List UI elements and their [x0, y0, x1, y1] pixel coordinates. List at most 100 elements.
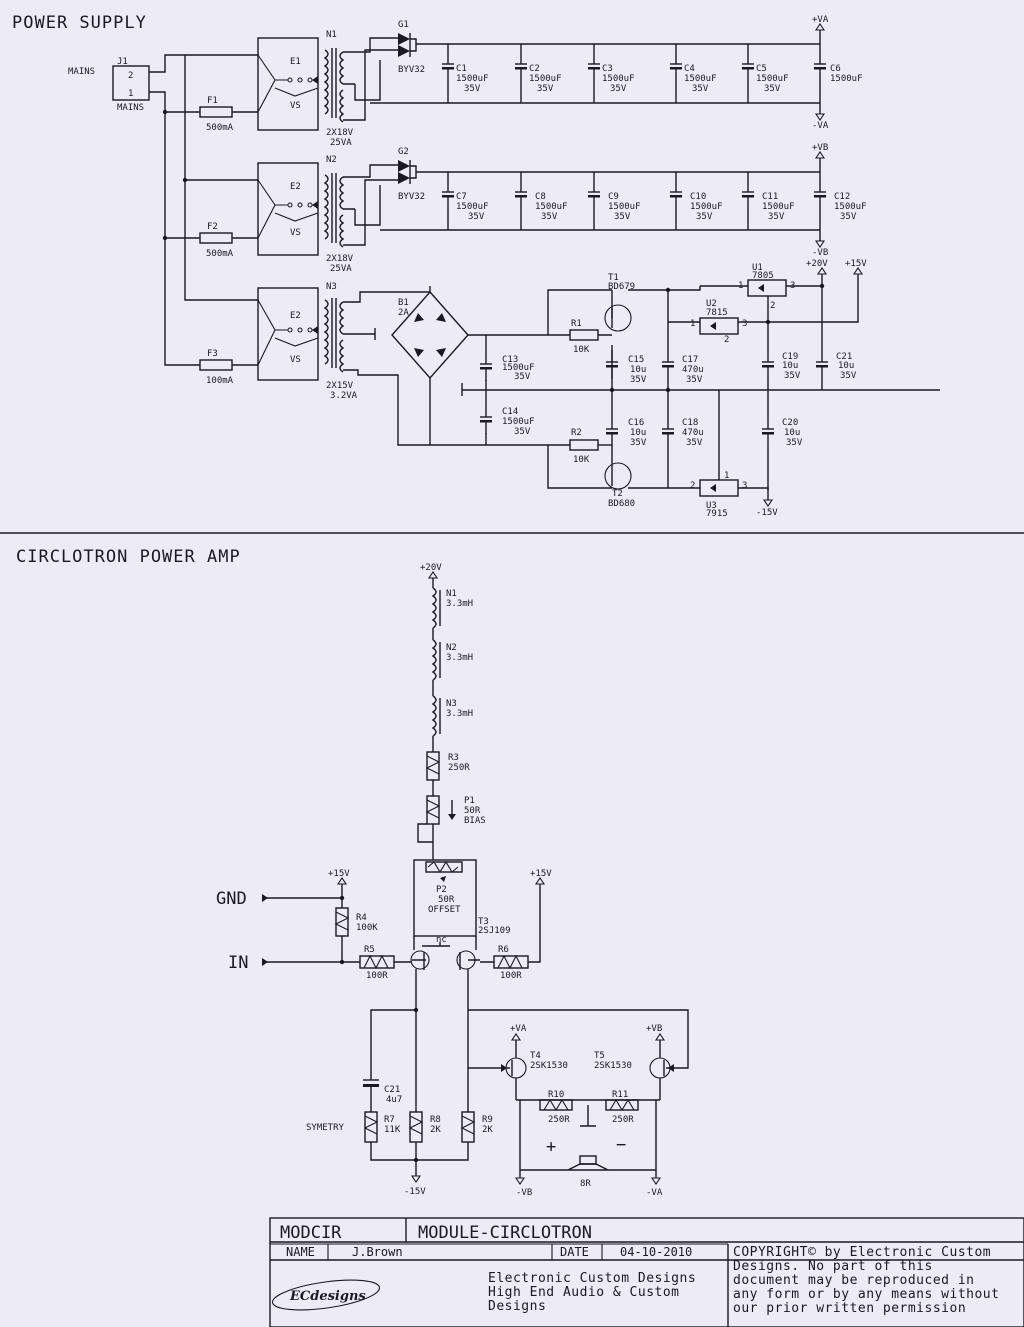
svg-text:R8: R8 [430, 1115, 441, 1125]
svg-text:+VA: +VA [812, 15, 829, 25]
resistor-r8: R8 2K [408, 1111, 441, 1143]
svg-text:R9: R9 [482, 1115, 493, 1125]
svg-text:F3: F3 [207, 349, 218, 359]
svg-text:35V: 35V [464, 84, 481, 94]
svg-text:B1: B1 [398, 298, 409, 308]
svg-text:C21: C21 [836, 352, 852, 362]
svg-text:nc: nc [436, 935, 447, 945]
svg-text:-VA: -VA [812, 121, 829, 131]
resistor-r9: R9 2K [460, 1111, 493, 1143]
tb-code: MODCIR [280, 1223, 342, 1243]
svg-text:T2: T2 [612, 489, 623, 499]
svg-text:P1: P1 [464, 796, 475, 806]
svg-text:+VA: +VA [510, 1024, 527, 1034]
svg-text:VS: VS [290, 355, 301, 365]
svg-text:N1: N1 [446, 589, 457, 599]
transistor-t5: T5 2SK1530 [468, 1009, 689, 1100]
tb-module: MODULE-CIRCLOTRON [418, 1223, 592, 1243]
svg-text:C4: C4 [684, 64, 695, 74]
svg-text:BYV32: BYV32 [398, 192, 425, 202]
svg-text:R4: R4 [356, 913, 367, 923]
amp-plus-va: +VA [510, 1024, 527, 1041]
svg-text:R2: R2 [571, 428, 582, 438]
svg-text:C7: C7 [456, 192, 467, 202]
svg-text:+15V: +15V [845, 259, 867, 269]
ecdesigns-logo: ECdesigns [271, 1279, 381, 1311]
svg-text:35V: 35V [686, 438, 703, 448]
bridge-b1: B1 2A [391, 286, 548, 445]
svg-text:+20V: +20V [806, 259, 828, 269]
svg-text:IN: IN [228, 953, 248, 973]
svg-text:+15V: +15V [530, 869, 552, 879]
resistor-r7: R7 11K [363, 1111, 401, 1143]
svg-text:35V: 35V [541, 212, 558, 222]
svg-text:1: 1 [690, 319, 695, 329]
svg-text:100R: 100R [500, 971, 522, 981]
svg-text:+VB: +VB [812, 143, 828, 153]
svg-text:2: 2 [690, 481, 695, 491]
power-amp-section: +20V N1 3.3mH N2 3.3mH N3 3.3mH R3 2 [216, 563, 689, 1198]
svg-text:100K: 100K [356, 923, 378, 933]
svg-text:3.3mH: 3.3mH [446, 653, 473, 663]
svg-text:BYV32: BYV32 [398, 65, 425, 75]
svg-text:35V: 35V [537, 84, 554, 94]
svg-text:10K: 10K [573, 455, 590, 465]
svg-text:T1: T1 [608, 273, 619, 283]
svg-text:BIAS: BIAS [464, 816, 486, 826]
svg-text:E2: E2 [290, 182, 301, 192]
rail-minus-15v-ps: -15V [756, 499, 778, 518]
svg-text:+VB: +VB [646, 1024, 662, 1034]
svg-text:10K: 10K [573, 345, 590, 355]
svg-text:1500uF: 1500uF [690, 202, 723, 212]
svg-text:N3: N3 [326, 282, 337, 292]
svg-text:2A: 2A [398, 308, 409, 318]
mains-label-below: MAINS [117, 103, 144, 113]
svg-text:C2: C2 [529, 64, 540, 74]
svg-text:-VB: -VB [516, 1188, 532, 1198]
svg-text:25VA: 25VA [330, 138, 352, 148]
svg-text:470u: 470u [682, 428, 704, 438]
svg-text:50R: 50R [438, 895, 455, 905]
svg-text:E2: E2 [290, 311, 301, 321]
svg-text:100mA: 100mA [206, 376, 234, 386]
svg-text:R5: R5 [364, 945, 375, 955]
amp-plus-vb: +VB [646, 1024, 666, 1041]
svg-text:C10: C10 [690, 192, 706, 202]
in-terminal: IN [228, 953, 360, 973]
svg-text:3.3mH: 3.3mH [446, 709, 473, 719]
transformer-n2: E2 VS N2 2X18V 25VA [257, 155, 395, 274]
svg-text:1: 1 [724, 471, 729, 481]
svg-text:4u7: 4u7 [386, 1095, 402, 1105]
rail-plus-vb: +VB [812, 143, 828, 172]
rectifier-g1: G1 BYV32 [395, 20, 425, 75]
svg-text:2X15V: 2X15V [326, 381, 354, 391]
svg-text:35V: 35V [468, 212, 485, 222]
mains-connector-j1: J1 2 1 MAINS MAINS [68, 57, 150, 113]
svg-text:R7: R7 [384, 1115, 395, 1125]
svg-text:35V: 35V [514, 427, 531, 437]
svg-text:N3: N3 [446, 699, 457, 709]
svg-text:7815: 7815 [706, 308, 728, 318]
potentiometer-p1: P1 50R BIAS [417, 795, 486, 843]
tb-name-label: NAME [286, 1245, 315, 1259]
rail-plus-15v-ps: +15V [845, 259, 867, 275]
svg-text:35V: 35V [840, 212, 857, 222]
svg-text:OFFSET: OFFSET [428, 905, 461, 915]
svg-text:C20: C20 [782, 418, 798, 428]
svg-text:35V: 35V [786, 438, 803, 448]
svg-text:35V: 35V [630, 438, 647, 448]
transistor-t3: T3 2SJ109 nc [410, 917, 511, 970]
svg-text:35V: 35V [840, 371, 857, 381]
svg-text:1500uF: 1500uF [535, 202, 568, 212]
fuse-f2: F2 500mA [199, 222, 258, 259]
svg-text:2X18V: 2X18V [326, 254, 354, 264]
rail-minus-va: -VA [812, 103, 829, 131]
svg-text:10u: 10u [782, 361, 798, 371]
svg-text:R11: R11 [612, 1090, 628, 1100]
svg-text:35V: 35V [514, 372, 531, 382]
svg-text:C14: C14 [502, 407, 518, 417]
svg-text:N1: N1 [326, 30, 337, 40]
